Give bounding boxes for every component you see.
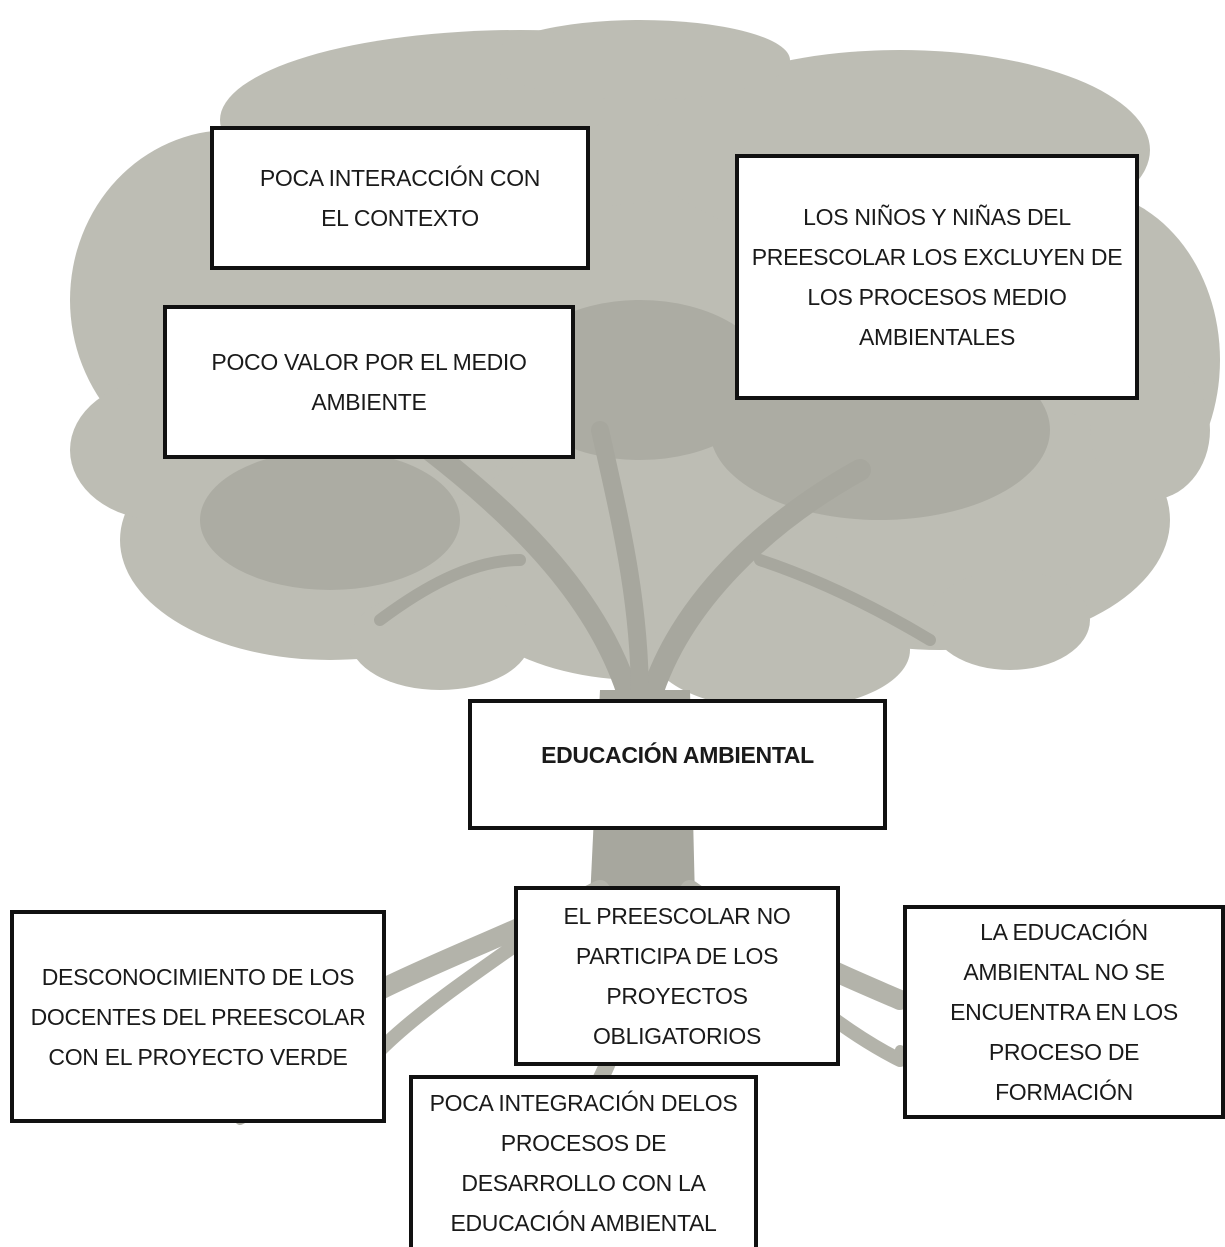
trunk-box-educacion-ambiental: EDUCACIÓN AMBIENTAL (468, 699, 887, 830)
root-text: POCA INTEGRACIÓN DELOS PROCESOS DE DESAR… (429, 1090, 738, 1236)
leaf-box-poco-valor: POCO VALOR POR EL MEDIO AMBIENTE (163, 305, 575, 459)
root-text: DESCONOCIMIENTO DE LOS DOCENTES DEL PREE… (30, 963, 366, 1070)
root-box-no-se-encuentra: LA EDUCACIÓN AMBIENTAL NO SE ENCUENTRA E… (903, 905, 1225, 1119)
root-box-no-participa: EL PREESCOLAR NO PARTICIPA DE LOS PROYEC… (514, 886, 840, 1066)
leaf-text: LOS NIÑOS Y NIÑAS DEL PREESCOLAR LOS EXC… (751, 204, 1123, 350)
tree-branches (374, 421, 936, 711)
leaf-box-ninos-excluyen: LOS NIÑOS Y NIÑAS DEL PREESCOLAR LOS EXC… (735, 154, 1139, 400)
root-box-poca-integracion: POCA INTEGRACIÓN DELOS PROCESOS DE DESAR… (409, 1075, 758, 1247)
leaf-text: POCA INTERACCIÓN CON EL CONTEXTO (259, 165, 541, 231)
root-text: EL PREESCOLAR NO PARTICIPA DE LOS PROYEC… (563, 903, 791, 1049)
leaf-text: POCO VALOR POR EL MEDIO AMBIENTE (211, 349, 527, 415)
leaf-box-poca-interaccion: POCA INTERACCIÓN CON EL CONTEXTO (210, 126, 590, 270)
root-text: LA EDUCACIÓN AMBIENTAL NO SE ENCUENTRA E… (950, 919, 1178, 1105)
root-box-desconocimiento: DESCONOCIMIENTO DE LOS DOCENTES DEL PREE… (10, 910, 386, 1123)
trunk-text: EDUCACIÓN AMBIENTAL (541, 742, 814, 768)
